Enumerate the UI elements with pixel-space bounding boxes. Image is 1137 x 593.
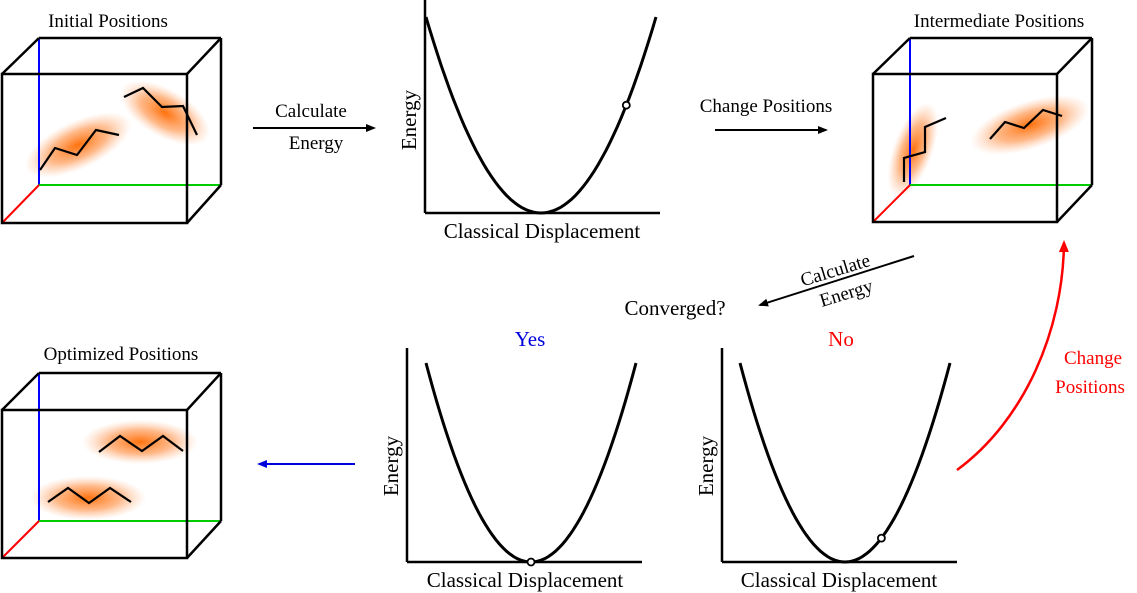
positions-label: Positions <box>1055 377 1125 398</box>
plot-xlabel: Classical Displacement <box>741 568 938 592</box>
change-positions-step-1: Change Positions <box>700 96 832 134</box>
molecule-glow <box>82 420 198 464</box>
molecule <box>902 116 947 182</box>
energy-curve <box>424 362 638 564</box>
energy-plot-no: Energy Classical Displacement <box>694 348 957 592</box>
plot-ylabel: Energy <box>694 435 718 496</box>
molecule-glow <box>887 102 939 198</box>
optimized-box: Optimized Positions <box>0 344 223 560</box>
intermediate-box-title: Intermediate Positions <box>914 11 1084 32</box>
energy-plot-top: Energy Classical Displacement <box>397 0 660 243</box>
red-arrow <box>956 240 1069 472</box>
molecule <box>39 128 120 171</box>
arrow <box>758 255 915 307</box>
x-axis <box>1 184 40 224</box>
energy-curve <box>738 362 952 564</box>
molecule <box>123 86 198 136</box>
molecule <box>98 434 184 453</box>
energy-plot-yes: Energy Classical Displacement <box>379 348 642 592</box>
current-energy-point <box>526 557 536 567</box>
energy-label: Energy <box>289 133 344 154</box>
box-front-face <box>871 72 1059 224</box>
energy-curve <box>424 16 658 215</box>
x-axis <box>1 520 40 559</box>
current-energy-point <box>621 100 631 110</box>
intermediate-box: Intermediate Positions <box>871 11 1094 224</box>
molecule-glow <box>24 112 132 178</box>
change-positions-step-2: Change Positions <box>956 240 1125 472</box>
initial-box-title: Initial Positions <box>48 11 168 32</box>
box-front-face <box>0 408 189 560</box>
molecule-glow <box>30 476 146 520</box>
optimized-box-title: Optimized Positions <box>44 344 199 365</box>
box-front-face <box>0 72 189 225</box>
x-axis <box>872 184 911 223</box>
molecule-glow <box>120 80 210 146</box>
plot-ylabel: Energy <box>397 89 421 150</box>
molecule <box>47 486 132 505</box>
plot-xlabel: Classical Displacement <box>427 568 624 592</box>
initial-box: Initial Positions <box>0 11 223 225</box>
current-energy-point <box>877 533 886 543</box>
no-label: No <box>828 327 854 351</box>
calculate-label: Calculate <box>275 101 347 122</box>
molecule-glow <box>970 95 1090 155</box>
yes-label: Yes <box>515 327 546 351</box>
calculate-energy-step-2: Calculate Energy <box>758 250 915 312</box>
calculate-energy-step-1: Calculate Energy <box>253 101 376 154</box>
plot-xlabel: Classical Displacement <box>444 219 641 243</box>
change-positions-label: Change Positions <box>700 96 832 117</box>
plot-ylabel: Energy <box>379 435 403 496</box>
change-label: Change <box>1064 348 1122 369</box>
molecule <box>989 108 1063 140</box>
converged-question: Converged? <box>624 296 725 320</box>
